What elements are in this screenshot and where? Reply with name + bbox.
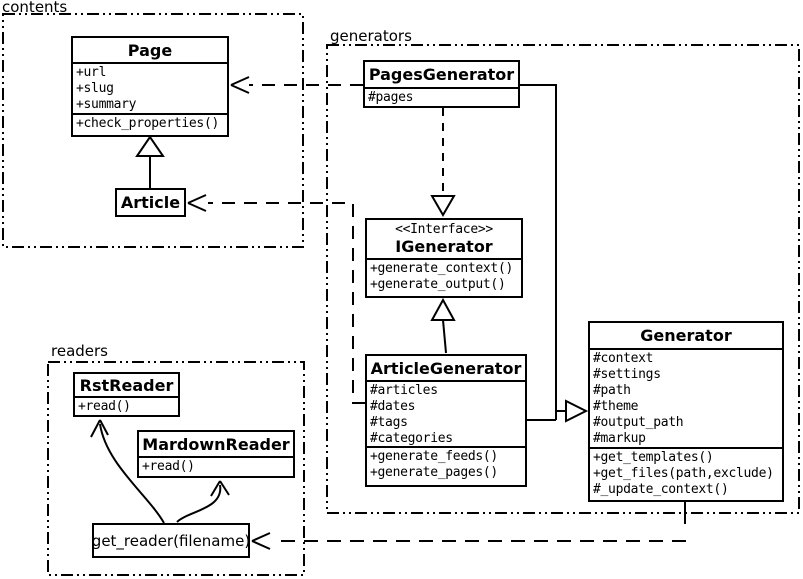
class-pagesgenerator-attrs: #pages: [365, 89, 518, 106]
generalization-article-to-page: [135, 135, 165, 188]
dependency-generator-to-getreader: [251, 502, 686, 550]
class-rstreader-methods: +read(): [75, 398, 178, 415]
class-rstreader-title: RstReader: [75, 374, 178, 398]
dependency-articlegenerator-to-article: [187, 194, 365, 404]
attr-row: #dates: [370, 399, 416, 414]
method-row: #_update_context(): [593, 482, 729, 497]
function-get-reader: get_reader(filename): [92, 523, 250, 558]
class-mardownreader: MardownReader +read(): [137, 430, 295, 478]
attr-row: #output_path: [593, 415, 684, 430]
package-generators-label: generators: [330, 27, 412, 45]
attr-row: #categories: [370, 431, 453, 446]
method-row: +get_templates(): [593, 450, 714, 465]
class-pagesgenerator-title: PagesGenerator: [365, 62, 518, 89]
attr-row: +url: [76, 65, 107, 80]
class-page-title: Page: [73, 38, 227, 64]
package-generators-border: [326, 44, 800, 514]
package-readers-label: readers: [51, 342, 108, 360]
class-igenerator-title: <<Interface>> IGenerator: [367, 220, 521, 260]
class-page-methods: +check_properties(): [73, 115, 227, 135]
attr-row: #pages: [368, 90, 414, 105]
method-row: +generate_feeds(): [370, 449, 498, 464]
generalization-to-generator: [520, 84, 589, 423]
attr-row: #settings: [593, 367, 661, 382]
arrow-getreader-to-rstreader: [90, 419, 165, 524]
class-generator-attrs: #context #settings #path #theme #output_…: [590, 350, 782, 449]
class-page: Page +url +slug +summary +check_properti…: [71, 36, 229, 137]
class-articlegenerator-attrs: #articles #dates #tags #categories: [367, 382, 525, 448]
function-get-reader-label: get_reader(filename): [91, 531, 251, 550]
class-article-title: Article: [120, 193, 181, 212]
method-row: +generate_output(): [370, 277, 506, 292]
generalization-articlegenerator-to-igenerator: [430, 297, 456, 354]
class-igenerator-methods: +generate_context() +generate_output(): [367, 260, 521, 296]
class-rstreader: RstReader +read(): [73, 372, 180, 417]
attr-row: +slug: [76, 81, 114, 96]
realization-pagesgenerator-to-igenerator: [430, 108, 456, 217]
attr-row: #tags: [370, 415, 408, 430]
method-row: +get_files(path,exclude): [593, 466, 774, 481]
class-generator: Generator #context #settings #path #them…: [588, 321, 784, 502]
attr-row: +summary: [76, 97, 137, 112]
class-article: Article: [115, 188, 186, 217]
class-articlegenerator: ArticleGenerator #articles #dates #tags …: [365, 354, 527, 487]
package-contents-border: [2, 13, 304, 248]
arrow-getreader-to-mardownreader: [176, 480, 230, 523]
method-row: +generate_context(): [370, 261, 514, 276]
attr-row: #theme: [593, 399, 639, 414]
class-articlegenerator-title: ArticleGenerator: [367, 356, 525, 382]
class-mardownreader-title: MardownReader: [139, 432, 293, 458]
class-pagesgenerator: PagesGenerator #pages: [363, 60, 520, 108]
method-row: +read(): [142, 459, 195, 474]
package-contents-label: contents: [2, 0, 68, 16]
attr-row: #articles: [370, 383, 438, 398]
attr-row: #path: [593, 383, 631, 398]
class-articlegenerator-methods: +generate_feeds() +generate_pages(): [367, 448, 525, 485]
interface-stereotype: <<Interface>>: [395, 221, 493, 237]
attr-row: #markup: [593, 431, 646, 446]
method-row: +read(): [78, 399, 131, 414]
class-igenerator-name: IGenerator: [395, 236, 493, 256]
class-generator-title: Generator: [590, 323, 782, 350]
method-row: +generate_pages(): [370, 465, 498, 480]
class-page-attrs: +url +slug +summary: [73, 64, 227, 115]
class-generator-methods: +get_templates() +get_files(path,exclude…: [590, 449, 782, 500]
package-readers-border: [47, 361, 305, 576]
method-row: +check_properties(): [76, 116, 220, 131]
attr-row: #context: [593, 351, 654, 366]
class-mardownreader-methods: +read(): [139, 458, 293, 476]
class-igenerator: <<Interface>> IGenerator +generate_conte…: [365, 218, 523, 298]
dependency-pagesgenerator-to-page: [230, 76, 363, 94]
